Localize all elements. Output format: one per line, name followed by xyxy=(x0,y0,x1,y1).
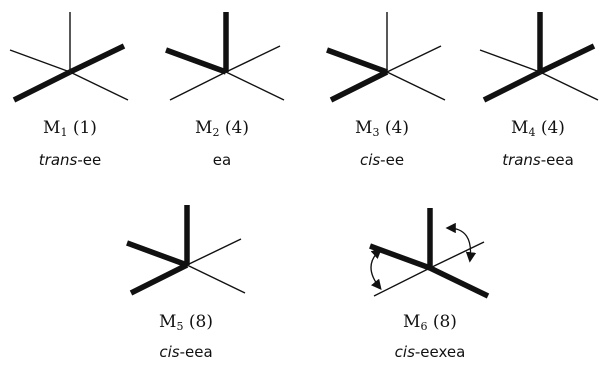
molecule-drawing-3 xyxy=(326,12,446,103)
molecule-drawing-1 xyxy=(9,12,129,103)
bold-bond-lower-left xyxy=(129,262,189,296)
thin-bond-lower-right xyxy=(186,264,246,294)
thin-bond-lower-left xyxy=(373,267,431,297)
molecule-label-5: M5 (8) cis-eea xyxy=(159,312,213,361)
configuration-label: cis-ee xyxy=(359,151,405,169)
molecule-name: M6 (8) xyxy=(403,312,457,333)
molecule-name: M4 (4) xyxy=(511,118,565,139)
rotation-arrow-left xyxy=(370,248,382,291)
molecule-name: M1 (1) xyxy=(43,118,97,139)
configuration-label: cis-eea xyxy=(159,343,213,361)
configuration-label: cis-eexea xyxy=(394,343,466,361)
molecule-label-4: M4 (4) trans-eea xyxy=(502,118,574,169)
molecule-name: M5 (8) xyxy=(159,312,213,333)
bold-bond-upper-left xyxy=(126,240,188,268)
molecule-drawing-4 xyxy=(479,12,599,103)
bold-bond-upper-left xyxy=(165,47,227,75)
thin-bond-upper-right xyxy=(186,238,242,266)
thin-bond-upper-right xyxy=(386,45,442,73)
thin-bond-upper-right xyxy=(225,45,281,73)
bold-bond-lower-left xyxy=(482,69,542,103)
thin-bond-lower-right xyxy=(69,71,129,101)
thin-bond-lower-left xyxy=(169,71,227,101)
configuration-label: trans-ee xyxy=(38,151,102,169)
molecule-drawing-6 xyxy=(369,208,490,299)
thin-bond-lower-right xyxy=(539,71,599,101)
bold-bond-upper-right xyxy=(538,43,596,75)
bold-bond-upper-left xyxy=(369,243,431,271)
molecule-label-6: M6 (8) cis-eexea xyxy=(395,312,466,361)
molecule-name: M2 (4) xyxy=(195,118,249,139)
molecule-drawing-2 xyxy=(165,12,285,101)
configuration-label: ea xyxy=(212,151,232,169)
thin-bond-upper-right xyxy=(429,241,485,269)
rotation-arrow-right xyxy=(445,222,477,263)
molecule-label-1: M1 (1) trans-ee xyxy=(39,118,101,169)
molecule-drawing-5 xyxy=(126,205,246,296)
bold-bond-lower-left xyxy=(12,69,72,103)
molecule-label-3: M3 (4) cis-ee xyxy=(355,118,409,169)
molecule-name: M3 (4) xyxy=(355,118,409,139)
molecule-label-2: M2 (4) ea xyxy=(195,118,249,169)
configuration-label: trans-eea xyxy=(502,151,574,169)
bold-bond-upper-left xyxy=(326,47,388,75)
thin-bond-upper-left xyxy=(479,49,541,73)
bold-bond-upper-right xyxy=(68,43,126,75)
bold-bond-lower-right xyxy=(428,265,490,299)
thin-bond-lower-right xyxy=(225,71,285,101)
thin-bond-upper-left xyxy=(9,49,71,73)
thin-bond-lower-right xyxy=(386,71,446,101)
bold-bond-lower-left xyxy=(329,69,389,103)
